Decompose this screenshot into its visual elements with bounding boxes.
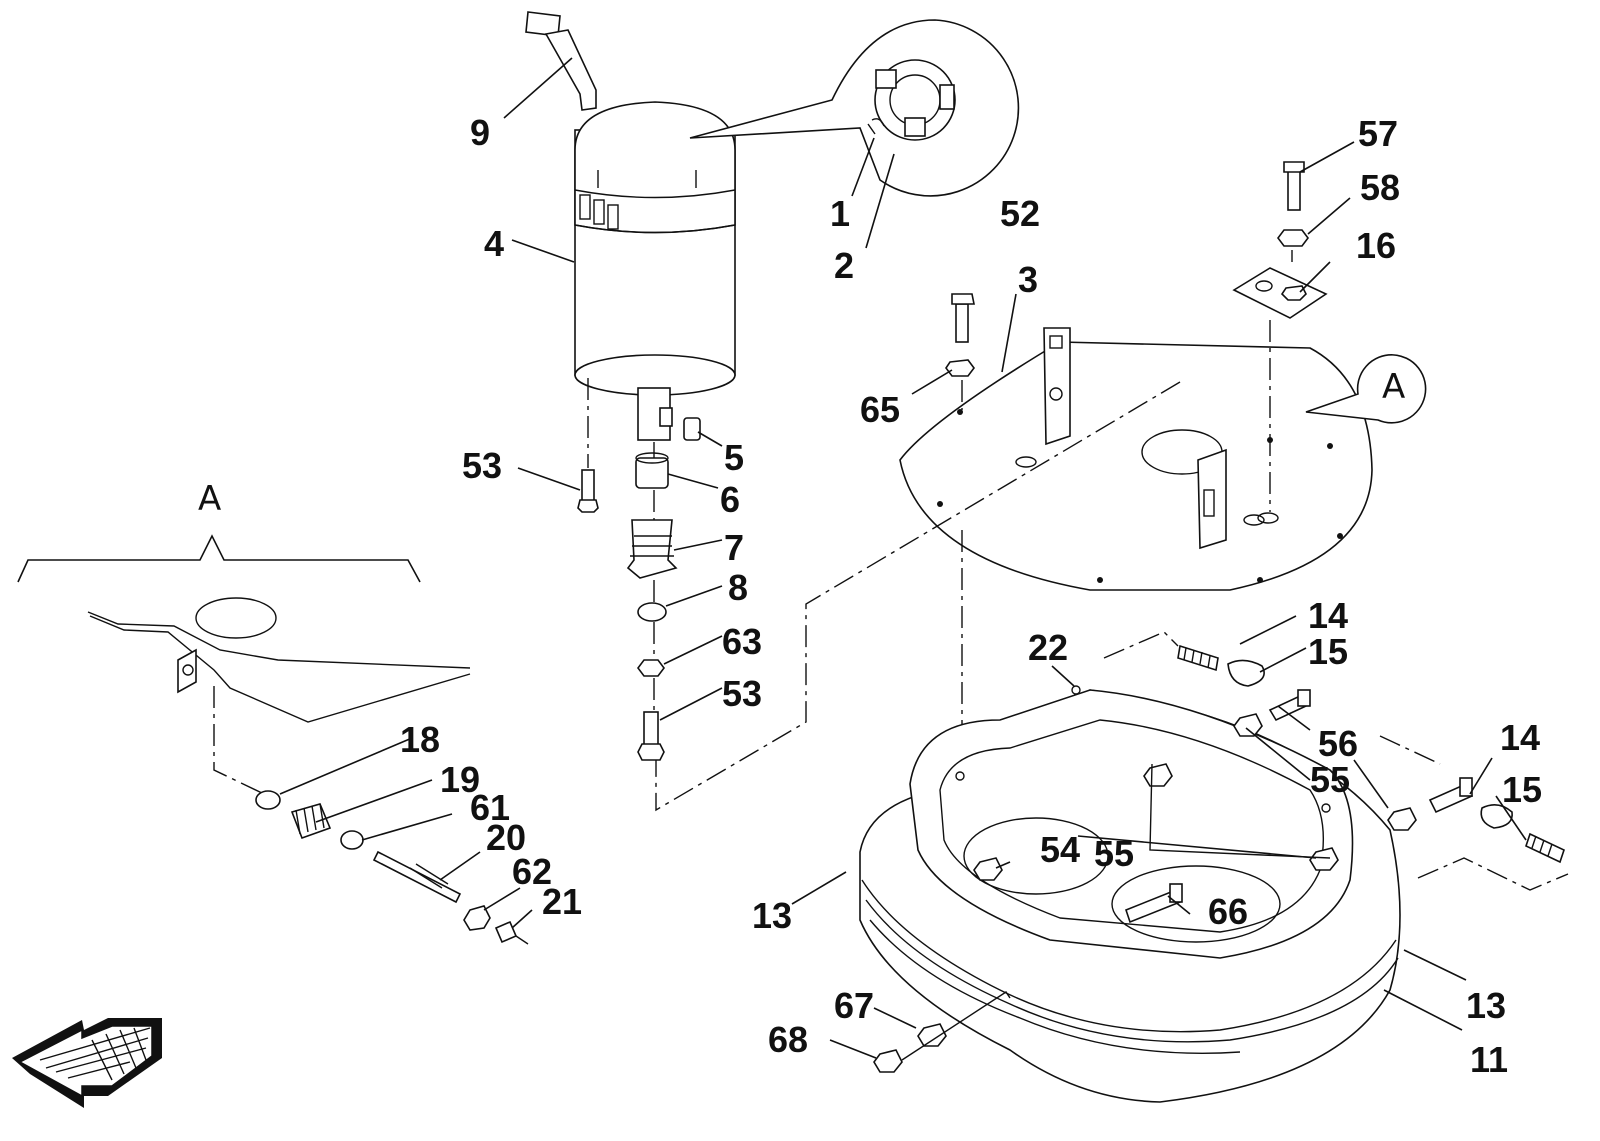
outer-washer-nut (873, 1049, 903, 1073)
part-label: 5 (724, 437, 744, 478)
part-label: 16 (1356, 225, 1396, 266)
orientation-arrow-icon (12, 1018, 162, 1108)
bracket-plate (177, 648, 197, 694)
hex-nut (637, 659, 665, 677)
washer (637, 602, 667, 622)
part-label: 53 (462, 445, 502, 486)
detail-letter: A (1382, 367, 1405, 407)
part-label: 2 (834, 245, 854, 286)
brush (904, 117, 926, 137)
part-label: 55 (1310, 759, 1350, 800)
part-label: 15 (1502, 769, 1542, 810)
part-label: 4 (484, 223, 504, 264)
detail-a-view (17, 534, 529, 945)
compression-spring (290, 803, 332, 840)
part-label: 8 (728, 567, 748, 608)
part-label: 65 (860, 389, 900, 430)
mounting-plate (899, 161, 1373, 591)
plate-bracket (1197, 448, 1227, 550)
motor-assembly (525, 11, 1020, 761)
brush-detail-callout (689, 19, 1020, 197)
shaft-key-slot (659, 407, 673, 427)
hinge-nut (1233, 713, 1263, 737)
part-label: 7 (724, 527, 744, 568)
shaft-key (683, 417, 701, 441)
part-label: 18 (400, 719, 440, 760)
stud-bolt-nut (637, 743, 665, 761)
clamp-bolt (1287, 169, 1301, 211)
brush (875, 69, 897, 89)
motor-cable (544, 29, 597, 111)
part-label: 22 (1028, 627, 1068, 668)
part-label: 13 (752, 895, 792, 936)
clamp-nut (1277, 229, 1309, 247)
part-label: 58 (1360, 167, 1400, 208)
part-label: 9 (470, 112, 490, 153)
outer-nut (917, 1023, 947, 1047)
part-label: 54 (1040, 829, 1080, 870)
part-label: 52 (1000, 193, 1040, 234)
part-label: 55 (1094, 833, 1134, 874)
lock-nut (463, 905, 491, 931)
part-label: 11 (1470, 1039, 1508, 1080)
part-label: 20 (486, 817, 526, 858)
part-label: 1 (830, 193, 850, 234)
part-label: 56 (1318, 723, 1358, 764)
mounting-bolt (581, 469, 595, 505)
part-label: 6 (720, 479, 740, 520)
part-label: 13 (1466, 985, 1506, 1026)
part-label: 15 (1308, 631, 1348, 672)
part-label: 62 (512, 851, 552, 892)
part-label: 57 (1358, 113, 1398, 154)
flat-washer (340, 830, 364, 850)
part-label: 53 (722, 673, 762, 714)
part-labels: 9 4 1 2 52 3 57 58 16 65 53 5 6 7 8 63 5… (198, 112, 1542, 1080)
leader-lines (279, 57, 1527, 1059)
part-label: 68 (768, 1019, 808, 1060)
part-label: 21 (542, 881, 582, 922)
motor-cap (574, 101, 736, 234)
part-label: 3 (1018, 259, 1038, 300)
housing-nut (973, 857, 1003, 881)
part-label: 66 (1208, 891, 1248, 932)
housing-assembly (859, 631, 1569, 1103)
spring-hook (1480, 804, 1513, 829)
plate-bracket (1043, 327, 1071, 446)
clamp-plate (1232, 267, 1328, 319)
bushing (635, 457, 669, 489)
hinge-nut (1387, 807, 1417, 831)
plate-bolt (955, 303, 969, 343)
spring-washer (255, 790, 281, 810)
detail-a-bracket (17, 534, 421, 583)
part-label: 14 (1308, 595, 1348, 636)
coupling (626, 519, 678, 579)
plate-washer (945, 359, 975, 377)
part-label: 14 (1500, 717, 1540, 758)
detail-a-callout (1305, 354, 1427, 424)
housing-nut (1309, 847, 1339, 871)
tension-rod (372, 850, 462, 904)
mounting-plate-body (899, 341, 1373, 591)
cap-nut (494, 920, 518, 944)
detail-letter: A (198, 479, 221, 519)
part-label: 63 (722, 621, 762, 662)
spring-hook (1227, 659, 1265, 687)
part-label: 19 (440, 759, 480, 800)
tension-spring (1525, 832, 1565, 864)
part-label: 61 (470, 787, 510, 828)
part-label: 67 (834, 985, 874, 1026)
